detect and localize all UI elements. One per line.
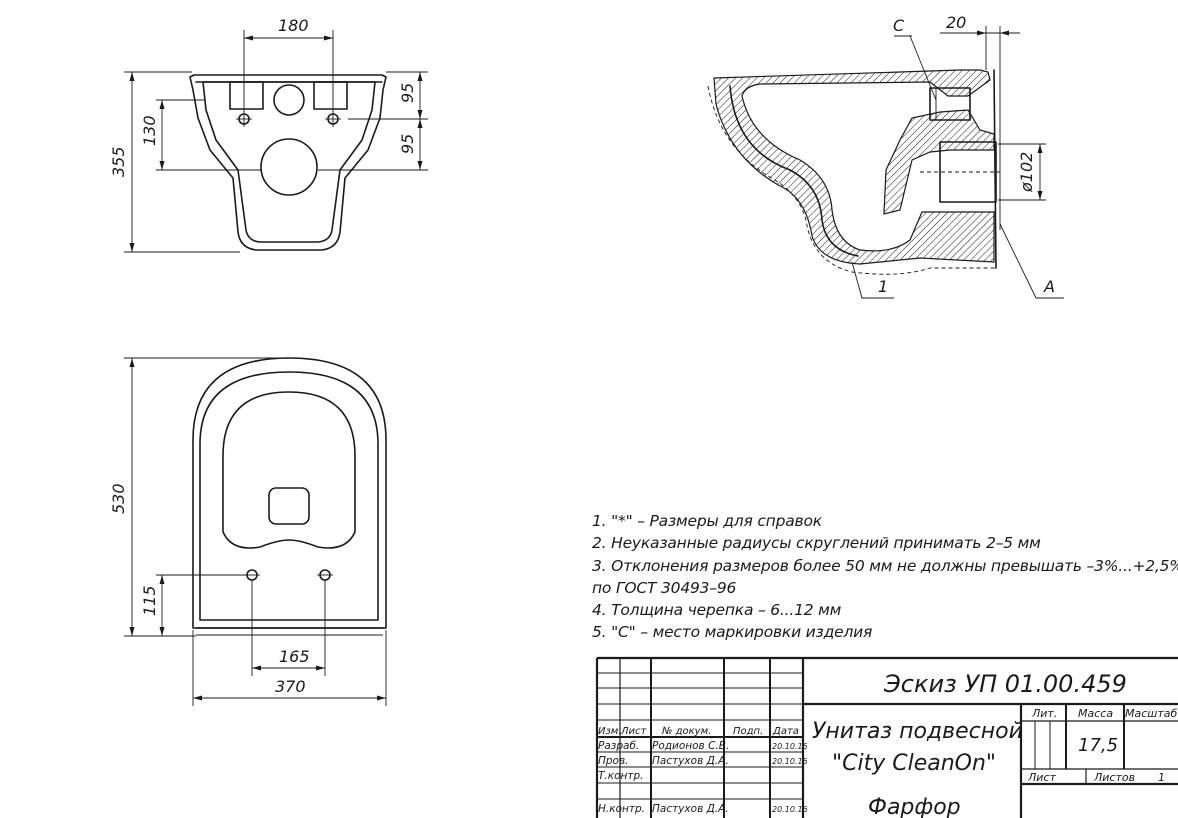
- sheet-label: Лист: [1027, 771, 1056, 784]
- hdr-lit: Лит.: [1031, 707, 1057, 720]
- top-view-drain: [268, 487, 310, 525]
- side-outlet-pipe: [939, 141, 997, 203]
- top-view: 530 115 165 370: [109, 357, 387, 706]
- dim-95-upper: 95: [398, 83, 417, 103]
- hdr-list: Лист: [620, 726, 648, 737]
- side-offset-contour: [707, 85, 996, 275]
- front-view: 180 355 130 95 95: [109, 16, 428, 253]
- dim-115: 115: [140, 585, 159, 616]
- note-line: 5. "С" – место маркировки изделия: [592, 623, 873, 642]
- dim-355: 355: [109, 146, 128, 177]
- row-date-0: 20.10.16: [772, 742, 808, 751]
- row-date-3: 20.10.16: [772, 805, 808, 814]
- top-view-outline: [192, 357, 387, 629]
- product-name: Унитаз подвесной: [812, 719, 1023, 744]
- sheets-label: Листов: [1093, 771, 1135, 784]
- note-line: 1. "*" – Размеры для справок: [592, 512, 822, 530]
- dim-130: 130: [140, 115, 159, 146]
- row-role-3: Н.контр.: [598, 803, 645, 815]
- sheets-count: 1: [1158, 771, 1165, 784]
- hdr-date: Дата: [772, 726, 799, 737]
- label-a: A: [1043, 277, 1055, 296]
- product-model: "City CleanOn": [832, 751, 996, 776]
- dim-370: 370: [275, 677, 306, 696]
- hdr-mass: Масса: [1078, 707, 1113, 720]
- row-date-1: 20.10.16: [772, 757, 808, 766]
- row-name-3: Пастухов Д.А.: [652, 803, 729, 815]
- mass-value: 17,5: [1078, 735, 1118, 756]
- technical-notes: 1. "*" – Размеры для справок 2. Неуказан…: [592, 510, 1178, 644]
- side-section-view: C 20 ø102 1 A: [707, 13, 1064, 299]
- side-wall-line: [993, 69, 997, 269]
- note-line: 4. Толщина черепка – 6...12 мм: [592, 601, 842, 620]
- doc-code: Эскиз УП 01.00.459: [883, 670, 1127, 698]
- side-rear-wall: [883, 109, 995, 215]
- side-shell-section: [713, 69, 995, 265]
- hdr-scale: Масштаб: [1125, 707, 1177, 720]
- hdr-sign: Подп.: [733, 726, 763, 737]
- dim-180: 180: [278, 16, 309, 35]
- row-role-2: Т.контр.: [598, 770, 644, 782]
- hdr-doc-no: № докум.: [661, 726, 711, 737]
- material: Фарфор: [868, 795, 961, 818]
- dim-95-lower: 95: [398, 134, 417, 154]
- side-inlet: [929, 87, 971, 121]
- row-role-0: Разраб.: [598, 740, 639, 752]
- right-slot: [313, 81, 348, 110]
- dim-165: 165: [279, 647, 310, 666]
- side-bowl-inner: [729, 85, 859, 257]
- title-block: Изм. Лист № докум. Подп. Дата Разраб. Ро…: [595, 656, 1178, 818]
- note-line: 3. Отклонения размеров более 50 мм не до…: [592, 556, 1178, 575]
- dim-20: 20: [946, 13, 966, 32]
- outlet-hole: [260, 138, 318, 196]
- dim-d102: ø102: [1017, 152, 1036, 193]
- inlet-hole: [273, 84, 305, 116]
- note-line: по ГОСТ 30493–96: [592, 578, 737, 597]
- left-slot: [229, 81, 264, 110]
- dim-530: 530: [109, 483, 128, 514]
- row-name-1: Пастухов Д.А.: [652, 755, 729, 767]
- front-view-outline: [189, 74, 387, 251]
- row-role-1: Пров.: [598, 755, 629, 767]
- top-view-rim: [199, 371, 379, 621]
- front-view-inner: [202, 81, 376, 243]
- row-name-0: Родионов С.В.: [652, 740, 729, 752]
- hdr-izm: Изм.: [598, 726, 622, 737]
- label-c: C: [893, 16, 905, 35]
- note-line: 2. Неуказанные радиусы скруглений приним…: [592, 534, 1041, 553]
- label-1: 1: [878, 277, 888, 296]
- top-view-bowl: [222, 391, 356, 549]
